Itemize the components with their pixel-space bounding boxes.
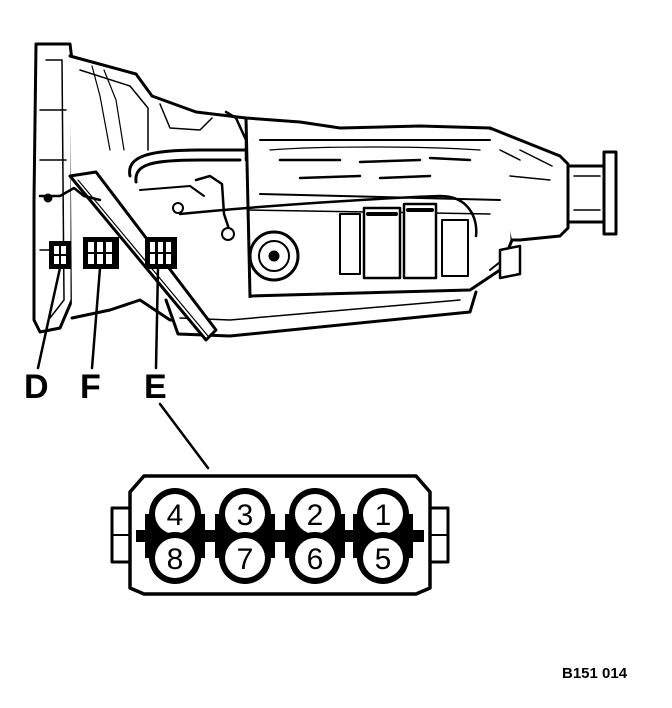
connector-pin: 1 bbox=[353, 488, 413, 540]
leader-e-connector bbox=[158, 402, 210, 470]
pin-number: 3 bbox=[237, 499, 254, 532]
plug-d bbox=[49, 241, 71, 269]
connector-pin: 2 bbox=[285, 488, 345, 540]
pin-number: 5 bbox=[375, 543, 392, 576]
pin-number: 8 bbox=[167, 543, 184, 576]
connector-drawing bbox=[110, 474, 450, 596]
callout-f: F bbox=[80, 368, 101, 406]
transmission-drawing bbox=[32, 42, 618, 342]
pin-face bbox=[155, 494, 195, 534]
oil-pan bbox=[164, 290, 478, 338]
figure-reference: B151 014 bbox=[562, 665, 628, 682]
pin-number: 1 bbox=[375, 499, 392, 532]
leader-lines bbox=[36, 266, 210, 470]
pin-number: 6 bbox=[307, 543, 324, 576]
pin-number: 7 bbox=[237, 543, 254, 576]
callout-d: D bbox=[24, 368, 49, 406]
connector-pin: 6 bbox=[285, 532, 345, 584]
pin-face bbox=[295, 494, 335, 534]
connector-plugs bbox=[49, 237, 177, 269]
connector-pins: 4 3 2 1 8 7 6 5 bbox=[145, 488, 413, 584]
bell-housing-flange bbox=[32, 42, 74, 334]
leader-e bbox=[154, 266, 160, 370]
callout-e: E bbox=[144, 368, 167, 406]
pin-face bbox=[363, 494, 403, 534]
output-flange bbox=[566, 164, 610, 224]
connector-pin: 7 bbox=[215, 532, 275, 584]
pin-face bbox=[155, 538, 195, 578]
leader-d bbox=[36, 266, 62, 370]
connector-pin: 8 bbox=[145, 532, 205, 584]
pin-number: 4 bbox=[167, 499, 184, 532]
pin-face bbox=[363, 538, 403, 578]
pin-face bbox=[225, 538, 265, 578]
pin-face bbox=[225, 494, 265, 534]
connector-pin: 3 bbox=[215, 488, 275, 540]
leader-f bbox=[90, 266, 102, 370]
connector-pin: 4 bbox=[145, 488, 205, 540]
pin-number: 2 bbox=[307, 499, 324, 532]
connector-pin: 5 bbox=[353, 532, 413, 584]
pin-face bbox=[295, 538, 335, 578]
